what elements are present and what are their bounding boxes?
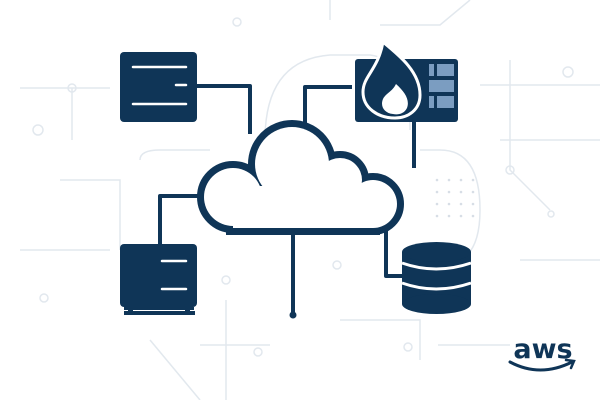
dot-grid xyxy=(435,178,475,218)
edge-firewall-cloud xyxy=(303,85,352,124)
connectors xyxy=(158,84,416,315)
connector-endpoint-dot xyxy=(289,311,297,319)
firewall-flame-icon xyxy=(355,39,458,122)
edge-server-bottom-left-cloud xyxy=(158,194,202,246)
cabinet-server-icon xyxy=(120,244,197,315)
cloud-icon xyxy=(197,120,404,235)
database-icon xyxy=(401,242,472,314)
edge-server-top-left-cloud xyxy=(197,84,252,134)
aws-logo-text: aws xyxy=(513,334,572,365)
edge-database-cloud xyxy=(384,228,404,278)
aws-logo: aws xyxy=(508,334,576,372)
server-icon xyxy=(120,52,197,122)
background-circuit-lines xyxy=(20,0,600,400)
